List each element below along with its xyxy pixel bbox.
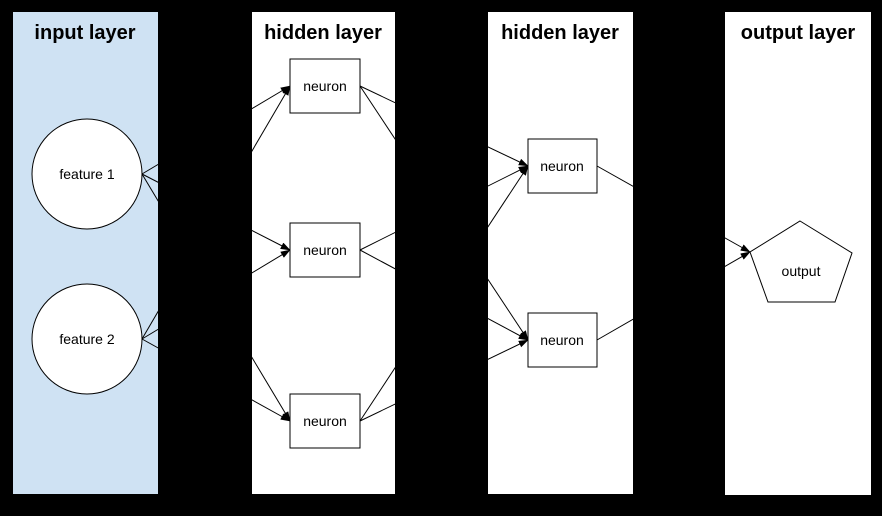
edge-neuronB-output: [596, 251, 751, 341]
edge-neuron3-neuronA: [359, 165, 529, 422]
output-node: [749, 220, 853, 303]
edge-feature2-neuron2: [141, 249, 291, 340]
edge-neuronA-output: [596, 165, 751, 253]
edge-neuron1-neuronB: [359, 85, 529, 341]
edges-hidden2-to-output: [596, 165, 751, 341]
hidden-layer-1-title: hidden layer: [264, 22, 382, 44]
hidden2-neuron-2-node: [527, 312, 598, 368]
edge-feature2-neuron1: [141, 85, 291, 340]
hidden-layer-2-title: hidden layer: [501, 22, 619, 44]
edge-feature2-neuron3: [141, 338, 291, 422]
edges-hidden1-to-hidden2: [359, 85, 529, 422]
feature-2-node: [31, 283, 143, 395]
edge-feature1-neuron1: [141, 85, 291, 175]
hidden1-neuron-3-label: neuron: [303, 413, 347, 429]
edge-neuron1-neuronA: [359, 85, 529, 167]
edge-neuron3-neuronB: [359, 339, 529, 422]
edge-neuron2-neuronB: [359, 249, 529, 341]
hidden2-neuron-2-label: neuron: [540, 332, 584, 348]
edge-feature1-neuron3: [141, 173, 291, 422]
hidden1-neuron-2-node: [289, 222, 361, 278]
hidden1-neuron-1-node: [289, 58, 361, 114]
input-layer-title: input layer: [34, 22, 135, 44]
hidden1-neuron-1-label: neuron: [303, 78, 347, 94]
feature-1-label: feature 1: [59, 166, 114, 182]
edge-neuron2-neuronA: [359, 165, 529, 251]
hidden2-neuron-1-label: neuron: [540, 158, 584, 174]
edges-input-to-hidden1: [141, 85, 291, 422]
hidden1-neuron-2-label: neuron: [303, 242, 347, 258]
input-layer-panel: [13, 12, 158, 494]
output-layer-title: output layer: [741, 22, 856, 44]
hidden2-neuron-1-node: [527, 138, 598, 194]
feature-1-node: [31, 118, 143, 230]
hidden-layer-2-panel: [488, 12, 633, 494]
feature-2-label: feature 2: [59, 331, 114, 347]
hidden1-neuron-3-node: [289, 393, 361, 449]
output-node-label: output: [782, 263, 821, 279]
